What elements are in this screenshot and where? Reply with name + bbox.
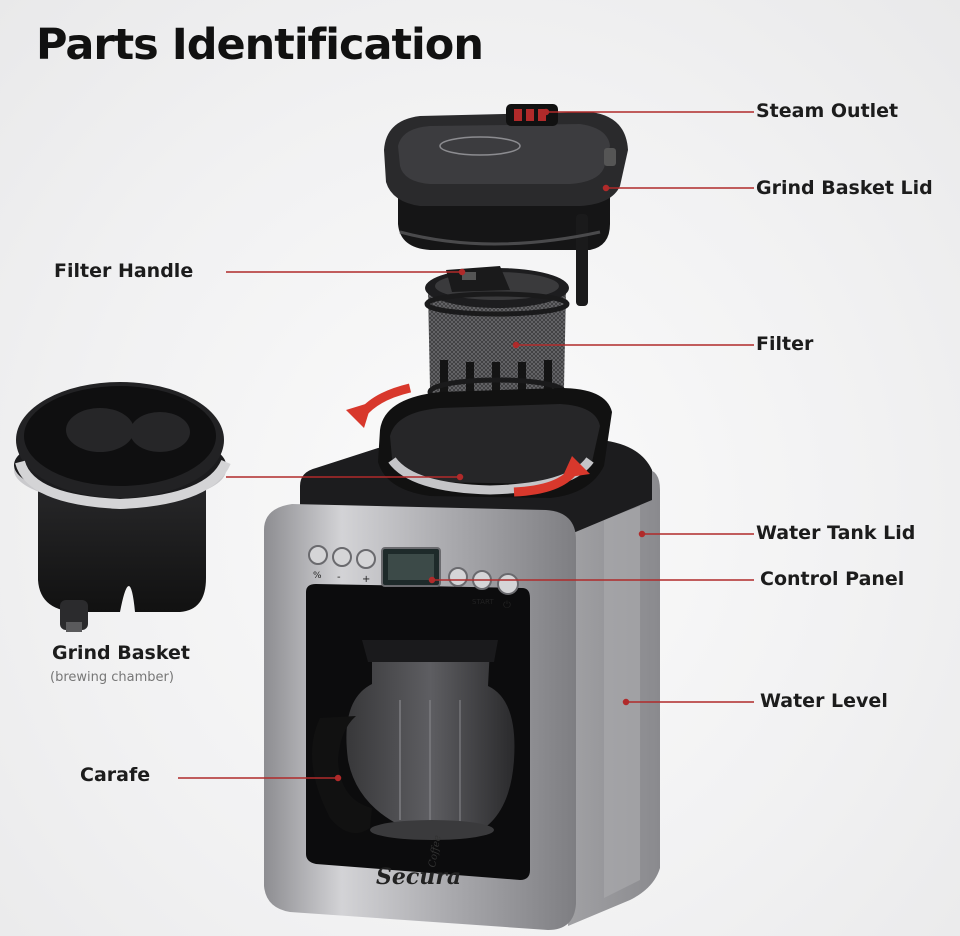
- label-filter: Filter: [756, 333, 814, 355]
- control-panel-part: % - + START ⏻: [308, 545, 519, 611]
- brand-logo: Secura: [376, 864, 461, 890]
- coffee-maker-body: % - + START ⏻ Secura Coffee: [264, 440, 660, 930]
- grind-basket-part: [14, 382, 231, 632]
- grind-basket-lid-part: [384, 104, 628, 306]
- page-title: Parts Identification: [36, 20, 484, 70]
- label-control-panel: Control Panel: [760, 568, 905, 590]
- brew-chamber-top: [378, 388, 612, 498]
- label-grind-basket-note: (brewing chamber): [50, 670, 174, 685]
- label-grind-basket-lid: Grind Basket Lid: [756, 177, 933, 199]
- label-water-level: Water Level: [760, 690, 888, 712]
- rotate-arrow-left-head-icon: [346, 402, 372, 428]
- label-carafe: Carafe: [80, 764, 151, 786]
- carafe-part: [312, 640, 515, 840]
- label-steam-outlet: Steam Outlet: [756, 100, 899, 122]
- panel-plus-label: +: [362, 574, 370, 585]
- panel-icon: %: [313, 571, 322, 581]
- label-filter-handle: Filter Handle: [54, 260, 194, 282]
- label-water-tank-lid: Water Tank Lid: [756, 522, 916, 544]
- power-icon: ⏻: [503, 600, 511, 611]
- filter-part: [424, 266, 570, 407]
- panel-start-label: START: [472, 598, 494, 606]
- panel-minus-label: -: [337, 572, 341, 583]
- label-grind-basket: Grind Basket: [52, 642, 190, 664]
- rotate-arrow-right-head-icon: [562, 456, 590, 478]
